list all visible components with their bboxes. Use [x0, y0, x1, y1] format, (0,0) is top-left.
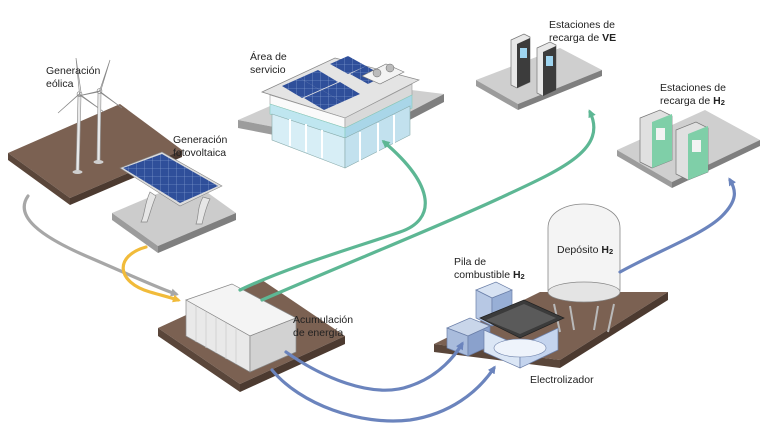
hydrogen-site: [434, 203, 668, 369]
ev-label-line2: recarga de VE: [549, 32, 616, 45]
fuel-cell-label: Pila de combustible H2: [454, 256, 525, 283]
fuel-cell-label-bold: H: [512, 269, 521, 281]
h2-tank-label: Depósito H2: [557, 244, 613, 258]
battery-container-icon: [185, 283, 297, 373]
h2-stations-label-line2: recarga de H2: [660, 95, 726, 109]
ev-label-bold: VE: [602, 32, 617, 44]
electrolyzer-icon: [479, 299, 565, 369]
wind-to-storage-arrow: [22, 194, 179, 297]
h2-stations-label-bold: H: [713, 95, 721, 107]
service-area-site: [238, 56, 444, 169]
ev-label-prefix: recarga de: [549, 32, 603, 44]
service-label-line2: servicio: [250, 64, 286, 76]
ev-charger-icon: [536, 41, 557, 97]
h2-stations-label-line1: Estaciones de: [660, 82, 726, 94]
electrolyzer-label: Electrolizador: [530, 374, 594, 387]
tank-label-sub: 2: [608, 247, 614, 256]
solar-label-line2: fotovoltaica: [173, 147, 227, 159]
solar-to-storage-arrow: [121, 245, 181, 303]
ev-stations-label: Estaciones de recarga de VE: [549, 19, 616, 45]
electrolyzer-to-storage-arrow: [270, 365, 496, 423]
flow-arrows: [22, 109, 737, 423]
h2-stations-label-sub: 2: [720, 98, 725, 107]
wind-turbine-icon: [77, 59, 123, 164]
solar-panel-icon: [119, 151, 223, 207]
service-label-line1: Área de: [250, 51, 287, 63]
energy-storage-site: [158, 280, 345, 392]
h2-dispenser-icon: [639, 109, 673, 169]
tank-to-h2-station-arrow: [618, 177, 737, 274]
wind-label-line1: Generación: [46, 65, 101, 77]
ev-label-line1: Estaciones de: [549, 19, 615, 31]
wind-generation-label: Generación eólica: [46, 65, 100, 91]
fuel-cell-label-prefix: combustible: [454, 269, 513, 281]
service-area-label: Área de servicio: [250, 51, 287, 77]
storage-to-service-arrow: [238, 140, 427, 292]
storage-label-line2: de energía: [293, 327, 344, 339]
tank-label-text: Depósito: [557, 244, 602, 256]
h2-stations-label-prefix: recarga de: [660, 95, 714, 107]
fuel-cell-label-line2: combustible H2: [454, 269, 525, 283]
solar-generation-label: Generación fotovoltaica: [173, 134, 227, 160]
energy-storage-label: Acumulación de energía: [293, 314, 353, 340]
storage-label-line1: Acumulación: [293, 314, 354, 326]
ev-charger-icon: [510, 33, 531, 89]
service-building-icon: [261, 56, 420, 169]
tank-label-bold: H: [601, 244, 609, 256]
solar-generation-site: [112, 151, 236, 253]
fuel-cell-label-sub: 2: [520, 272, 525, 281]
storage-to-fuelcell-arrow: [284, 341, 464, 392]
h2-stations-label: Estaciones de recarga de H2: [660, 82, 726, 109]
h2-refueling-site: [617, 109, 760, 188]
h2-dispenser-icon: [675, 121, 709, 181]
storage-to-ev-arrow: [260, 109, 596, 302]
h2-tank-icon: [547, 203, 621, 333]
wind-label-line2: eólica: [46, 78, 74, 90]
electrolyzer-label-text: Electrolizador: [530, 374, 594, 386]
ev-charging-site: [476, 33, 602, 110]
solar-label-line1: Generación: [173, 134, 228, 146]
fuel-cell-label-line1: Pila de: [454, 256, 487, 268]
ac-units-icon: [361, 63, 405, 85]
